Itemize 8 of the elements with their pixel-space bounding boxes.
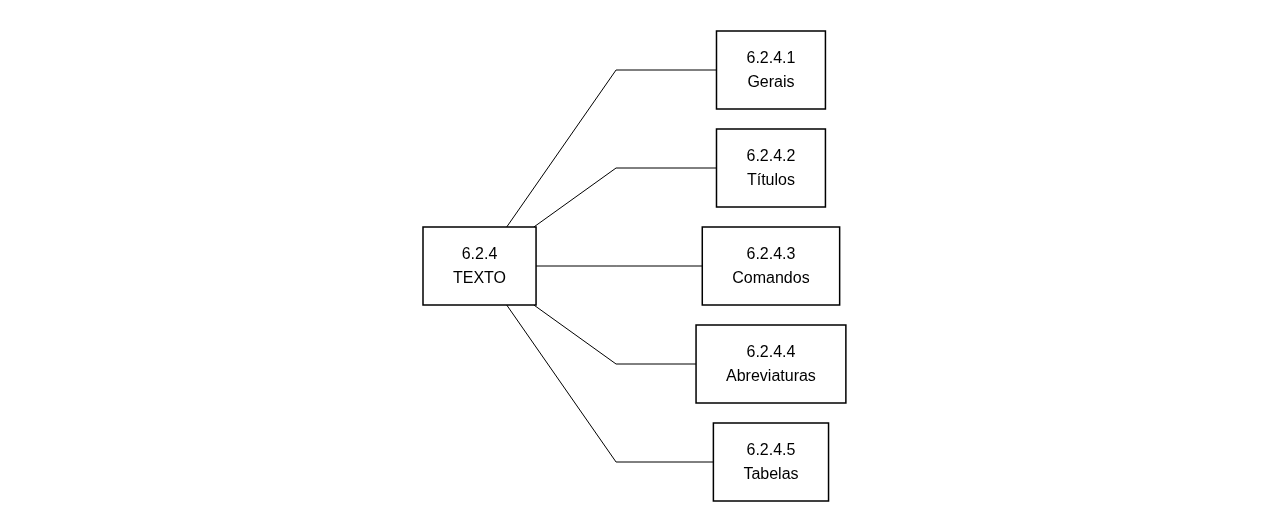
- node-box: 6.2.4.2 Títulos: [715, 127, 827, 208]
- node-box: 6.2.4.3 Comandos: [701, 225, 841, 306]
- node-box: 6.2.4 TEXTO: [422, 225, 537, 306]
- connector: [506, 304, 714, 462]
- node-box: 6.2.4.1 Gerais: [715, 29, 827, 110]
- connector: [533, 304, 697, 364]
- node-box: 6.2.4.5 Tabelas: [712, 421, 830, 502]
- node-box: 6.2.4.4 Abreviaturas: [695, 323, 847, 404]
